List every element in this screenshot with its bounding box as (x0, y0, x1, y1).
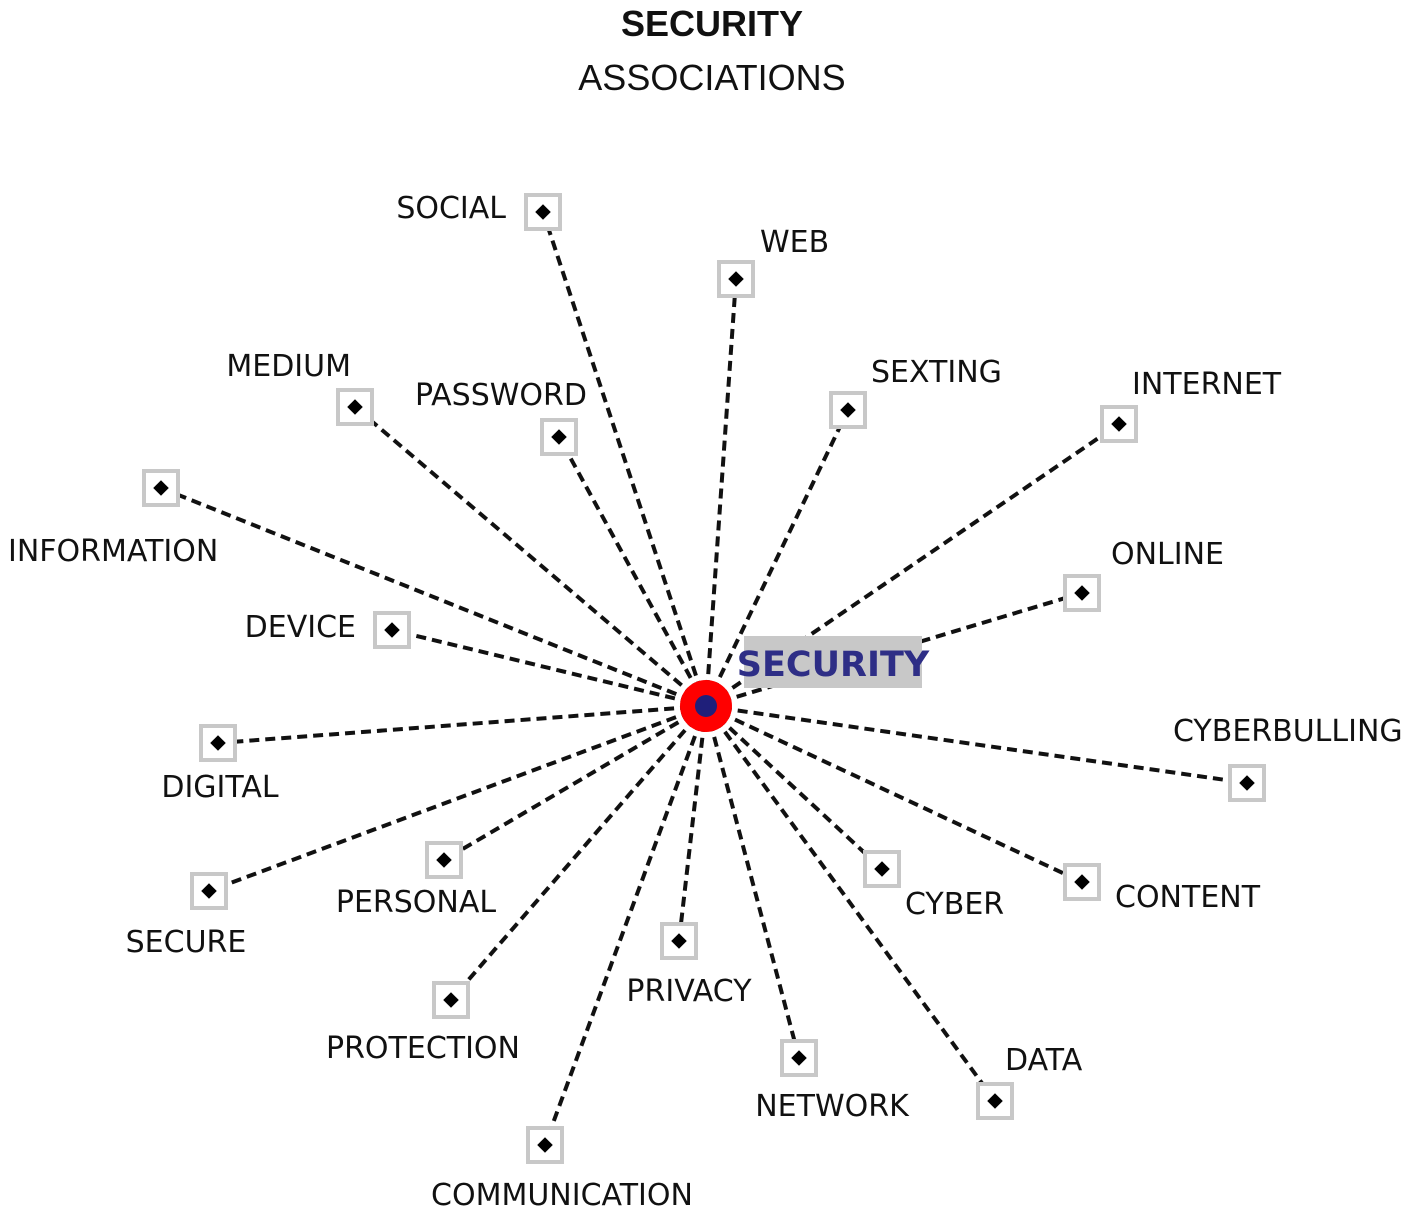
node-label-communication: COMMUNICATION (431, 1178, 693, 1213)
node-label-sexting: SEXTING (871, 355, 1002, 390)
center-dot (695, 695, 717, 717)
node-medium: MEDIUM (226, 349, 374, 426)
node-privacy: PRIVACY (626, 922, 752, 1009)
node-password: PASSWORD (415, 378, 587, 456)
node-label-social: SOCIAL (396, 191, 506, 226)
node-label-content: CONTENT (1115, 880, 1261, 915)
node-label-online: ONLINE (1111, 537, 1224, 572)
link-web (704, 278, 738, 707)
link-information (160, 486, 707, 708)
node-social: SOCIAL (396, 191, 562, 231)
node-label-personal: PERSONAL (336, 885, 497, 920)
link-communication (543, 705, 708, 1146)
link-sexting (704, 409, 850, 707)
diagram-subtitle: ASSOCIATIONS (578, 57, 845, 98)
node-marker-digital (210, 735, 226, 751)
link-privacy (677, 705, 708, 942)
node-marker-network (791, 1050, 807, 1066)
link-digital (217, 704, 707, 745)
node-protection: PROTECTION (326, 981, 520, 1066)
node-marker-data (987, 1093, 1003, 1109)
link-social (541, 211, 708, 707)
node-marker-privacy (671, 933, 687, 949)
node-marker-information (153, 480, 169, 496)
node-label-network: NETWORK (755, 1089, 910, 1124)
node-content: CONTENT (1063, 863, 1261, 915)
node-label-digital: DIGITAL (161, 770, 279, 805)
node-web: WEB (717, 225, 829, 298)
link-device (391, 628, 707, 708)
node-marker-cyberbulling (1239, 775, 1255, 791)
link-cyberbulling (705, 704, 1248, 785)
node-label-web: WEB (760, 225, 829, 260)
diagram-title: SECURITY (621, 3, 803, 44)
node-label-cyberbulling: CYBERBULLING (1173, 714, 1403, 749)
link-protection (449, 704, 708, 1002)
node-marker-social (535, 204, 551, 220)
node-frame-device (373, 611, 411, 649)
node-label-privacy: PRIVACY (626, 974, 752, 1009)
node-marker-cyber (874, 861, 890, 877)
link-data (704, 704, 997, 1103)
node-label-protection: PROTECTION (326, 1031, 520, 1066)
link-cyber (704, 704, 884, 871)
node-online: ONLINE (1063, 537, 1224, 612)
node-label-medium: MEDIUM (226, 349, 351, 384)
node-digital: DIGITAL (161, 724, 279, 805)
link-network (704, 705, 801, 1059)
node-label-internet: INTERNET (1132, 367, 1282, 402)
node-network: NETWORK (755, 1039, 910, 1124)
node-label-cyber: CYBER (905, 887, 1004, 922)
link-password (557, 436, 708, 707)
nodes-layer: SOCIAL WEB MEDIUM PASSWORD SEXTING INTERNET IN… (8, 191, 1403, 1213)
node-information: INFORMATION (8, 469, 218, 569)
center-label: SECURITY (737, 645, 930, 685)
node-communication: COMMUNICATION (431, 1126, 693, 1213)
node-marker-communication (537, 1137, 553, 1153)
node-marker-internet (1111, 416, 1127, 432)
node-internet: INTERNET (1100, 367, 1282, 443)
center-label-background (744, 636, 922, 688)
node-frame-medium (336, 388, 374, 426)
link-secure (208, 704, 707, 893)
node-frame-content (1063, 863, 1101, 901)
node-label-information: INFORMATION (8, 534, 218, 569)
node-personal: PERSONAL (336, 841, 497, 920)
node-cyberbulling: CYBERBULLING (1173, 714, 1403, 802)
node-cyber: CYBER (863, 850, 1004, 922)
node-label-device: DEVICE (245, 610, 356, 645)
link-personal (442, 704, 708, 862)
node-sexting: SEXTING (829, 355, 1002, 429)
link-medium (353, 405, 708, 708)
link-content (705, 704, 1083, 884)
node-marker-content (1074, 874, 1090, 890)
center-hub: SECURITY (680, 636, 930, 732)
node-label-password: PASSWORD (415, 378, 587, 413)
node-label-secure: SECURE (126, 925, 247, 960)
node-secure: SECURE (126, 872, 247, 960)
node-frame-cyber (863, 850, 901, 888)
node-marker-online (1074, 585, 1090, 601)
node-marker-secure (201, 883, 217, 899)
node-data: DATA (976, 1043, 1083, 1120)
node-label-data: DATA (1005, 1043, 1083, 1078)
node-device: DEVICE (245, 610, 411, 649)
